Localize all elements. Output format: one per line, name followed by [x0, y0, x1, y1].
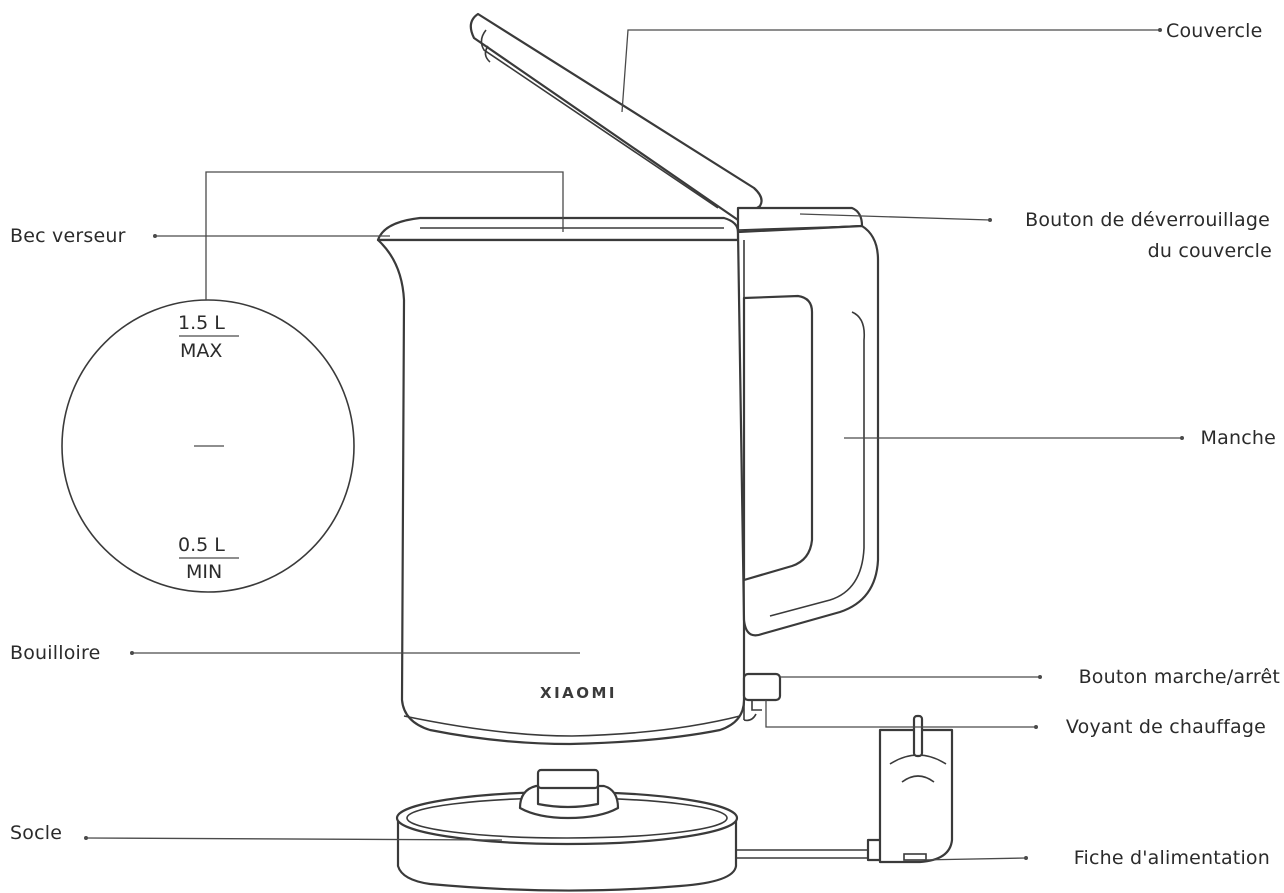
label-base: Socle	[10, 822, 62, 844]
label-lid: Couvercle	[1166, 20, 1262, 42]
label-heating-light: Voyant de chauffage	[1066, 716, 1266, 738]
water-level-indicator	[61, 299, 355, 593]
plug-illustration	[866, 714, 954, 864]
label-lid-release-1: Bouton de déverrouillage	[1025, 209, 1270, 231]
label-lid-release-2: du couvercle	[1148, 240, 1272, 262]
min-volume-label: 0.5 L	[178, 534, 225, 556]
kettle-body-illustration	[376, 206, 880, 746]
label-spout: Bec verseur	[10, 225, 126, 247]
label-power-plug: Fiche d'alimentation	[1074, 847, 1270, 869]
label-handle: Manche	[1201, 427, 1276, 449]
max-label: MAX	[180, 340, 222, 362]
lid-illustration	[469, 12, 763, 222]
brand-logo-text: XIAOMI	[540, 684, 617, 702]
leader-lines	[84, 28, 1184, 861]
label-power-button: Bouton marche/arrêt	[1079, 666, 1280, 688]
max-volume-label: 1.5 L	[178, 312, 225, 334]
base-illustration	[395, 768, 870, 892]
label-kettle: Bouilloire	[10, 642, 101, 664]
min-label: MIN	[186, 561, 222, 583]
